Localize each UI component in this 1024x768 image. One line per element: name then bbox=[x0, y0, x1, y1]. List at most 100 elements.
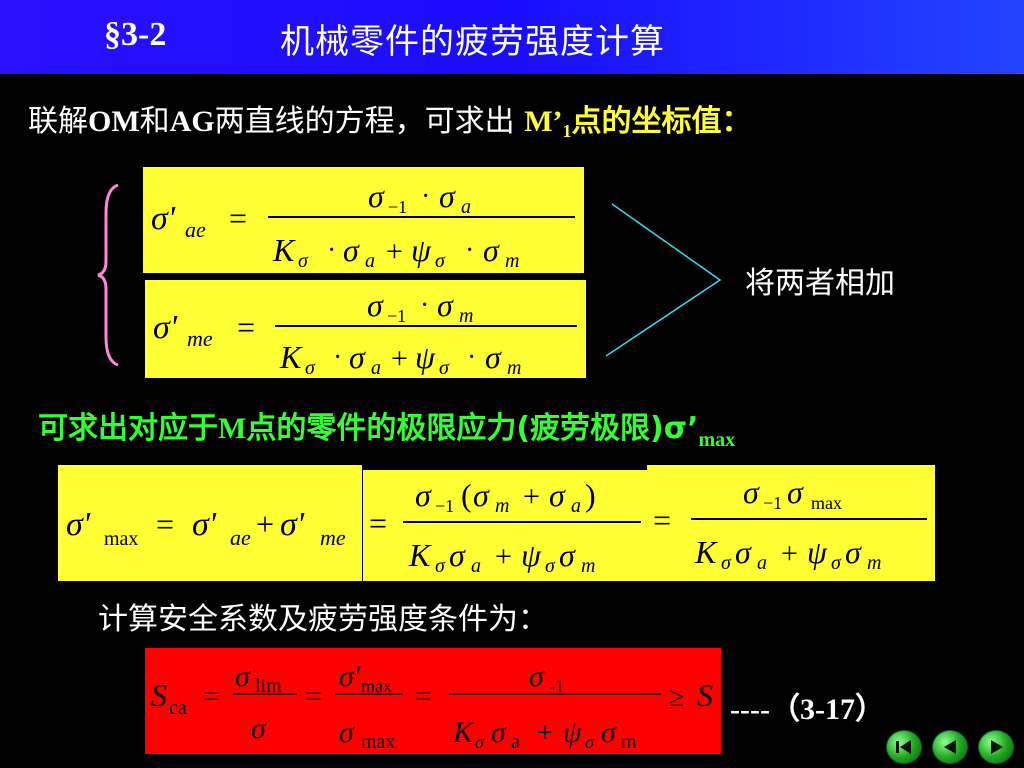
next-slide-button[interactable] bbox=[978, 730, 1014, 764]
svg-text:=: = bbox=[237, 309, 255, 345]
svg-text:K: K bbox=[408, 537, 432, 573]
svg-text:σ: σ bbox=[545, 555, 556, 577]
equation-number: ----（3-17） bbox=[730, 693, 885, 726]
svg-text:S: S bbox=[697, 677, 713, 713]
svg-text:σ: σ bbox=[485, 339, 502, 375]
svg-text:ψ: ψ bbox=[411, 232, 432, 268]
first-slide-icon bbox=[896, 740, 911, 754]
svg-text:·: · bbox=[465, 235, 474, 266]
svg-text:σ: σ bbox=[721, 552, 732, 574]
svg-text:K: K bbox=[694, 534, 718, 570]
svg-text:a: a bbox=[371, 357, 381, 378]
formula-sigma-max-frac2: = σ −1 σ max K σ σ a + ψ σ σ m bbox=[647, 465, 935, 581]
svg-text:+: + bbox=[256, 506, 274, 542]
svg-text:m: m bbox=[507, 357, 521, 378]
svg-text:σ: σ bbox=[439, 178, 456, 214]
formula-sigma-ae: σ' ae = σ −1 · σ a K σ · σ a + ψ σ · σ m bbox=[143, 167, 584, 273]
svg-text:σ: σ bbox=[831, 552, 842, 574]
svg-text:σ: σ bbox=[439, 357, 450, 378]
svg-text:): ) bbox=[585, 477, 596, 513]
svg-text:max: max bbox=[811, 493, 842, 513]
svg-text:ψ: ψ bbox=[563, 716, 583, 749]
svg-text:σ': σ' bbox=[192, 506, 217, 543]
svg-text:σ: σ bbox=[367, 287, 384, 323]
svg-text:a: a bbox=[571, 495, 581, 517]
first-slide-button[interactable] bbox=[886, 730, 922, 764]
svg-text:=: = bbox=[653, 502, 671, 538]
svg-text:a: a bbox=[511, 731, 520, 753]
svg-text:=: = bbox=[229, 200, 247, 236]
formula-safety-factor-graphic: S ca = σ lim σ = σ′ max σ max = σ -1 K σ… bbox=[151, 660, 713, 753]
svg-text:σ': σ' bbox=[66, 506, 91, 543]
svg-text:=: = bbox=[415, 680, 432, 713]
svg-text:=: = bbox=[156, 506, 174, 542]
svg-text:(: ( bbox=[461, 477, 472, 513]
svg-text:σ: σ bbox=[735, 534, 752, 570]
svg-text:K: K bbox=[452, 716, 475, 749]
svg-text:σ: σ bbox=[559, 537, 576, 573]
formula-sigma-max-sum-graphic: σ' max = σ' ae + σ' me bbox=[66, 506, 346, 550]
svg-text:·: · bbox=[421, 181, 430, 212]
svg-text:+: + bbox=[386, 235, 403, 268]
intro-point: M’1点的坐标值： bbox=[524, 104, 751, 141]
safety-factor-text: 计算安全系数及疲劳强度条件为： bbox=[98, 602, 548, 637]
add-both-label: 将两者相加 bbox=[745, 266, 895, 301]
svg-text:max: max bbox=[361, 676, 392, 696]
svg-text:ψ: ψ bbox=[521, 537, 542, 573]
svg-text:·: · bbox=[420, 290, 429, 321]
slide-title: 机械零件的疲劳强度计算 bbox=[280, 22, 665, 62]
svg-text:ca: ca bbox=[169, 697, 187, 719]
svg-text:σ: σ bbox=[235, 660, 251, 693]
svg-text:σ: σ bbox=[435, 250, 446, 272]
formula-sigma-max-frac1-graphic: = σ −1 ( σ m + σ a ) K σ σ a + ψ σ σ m bbox=[369, 477, 641, 577]
svg-text:σ: σ bbox=[251, 712, 267, 745]
svg-text:σ: σ bbox=[435, 555, 446, 577]
svg-text:me: me bbox=[320, 525, 346, 550]
svg-text:m: m bbox=[459, 305, 473, 327]
formula-safety-factor: S ca = σ lim σ = σ′ max σ max = σ -1 K σ… bbox=[145, 648, 721, 754]
svg-text:σ′: σ′ bbox=[339, 660, 361, 693]
svg-text:·: · bbox=[333, 342, 342, 373]
svg-text:σ': σ' bbox=[151, 200, 176, 237]
svg-text:max: max bbox=[361, 731, 395, 753]
svg-text:−1: −1 bbox=[388, 197, 407, 217]
svg-text:σ: σ bbox=[743, 474, 760, 510]
svg-text:·: · bbox=[467, 342, 476, 373]
intro-ag: AG bbox=[169, 105, 215, 138]
formula-sigma-me: σ' me = σ −1 · σ m K σ · σ a + ψ σ · σ m bbox=[145, 280, 586, 378]
svg-text:ψ: ψ bbox=[807, 534, 828, 570]
left-brace-icon bbox=[97, 183, 119, 367]
formula-sigma-max-frac2-graphic: = σ −1 σ max K σ σ a + ψ σ σ m bbox=[653, 474, 927, 574]
limit-stress-text: 可求出对应于M点的零件的极限应力(疲劳极限)σ’max bbox=[38, 403, 735, 452]
prev-slide-button[interactable] bbox=[932, 730, 968, 764]
prev-slide-icon bbox=[944, 740, 956, 754]
formula-sigma-ae-graphic: σ' ae = σ −1 · σ a K σ · σ a + ψ σ · σ m bbox=[151, 178, 575, 272]
svg-text:σ: σ bbox=[368, 178, 385, 214]
svg-text:−1: −1 bbox=[763, 493, 782, 513]
intro-om: OM bbox=[88, 105, 140, 138]
svg-text:σ: σ bbox=[339, 716, 355, 749]
limit-text-sub: max bbox=[698, 429, 736, 451]
svg-text:me: me bbox=[187, 326, 213, 351]
svg-text:=: = bbox=[203, 680, 220, 713]
svg-text:σ: σ bbox=[437, 287, 454, 323]
intro-text-a: 联解 bbox=[28, 104, 88, 139]
intro-text-b: 和 bbox=[139, 104, 170, 139]
svg-text:+: + bbox=[523, 480, 540, 513]
svg-text:m: m bbox=[581, 555, 595, 577]
section-number: §3-2 bbox=[104, 16, 167, 53]
svg-text:a: a bbox=[365, 250, 375, 272]
limit-text-main: 可求出对应于 bbox=[38, 411, 218, 446]
svg-text:a: a bbox=[461, 196, 471, 218]
svg-text:σ: σ bbox=[787, 474, 804, 510]
svg-text:σ: σ bbox=[483, 232, 500, 268]
svg-text:σ: σ bbox=[298, 250, 309, 272]
svg-text:σ: σ bbox=[349, 339, 366, 375]
formula-sigma-max-sum: σ' max = σ' ae + σ' me bbox=[58, 465, 362, 581]
svg-text:S: S bbox=[151, 677, 167, 713]
svg-text:σ: σ bbox=[305, 357, 316, 378]
next-slide-icon bbox=[991, 740, 1003, 754]
svg-text:K: K bbox=[272, 232, 296, 268]
formula-sigma-me-graphic: σ' me = σ −1 · σ m K σ · σ a + ψ σ · σ m bbox=[153, 287, 577, 378]
svg-text:σ: σ bbox=[449, 537, 466, 573]
